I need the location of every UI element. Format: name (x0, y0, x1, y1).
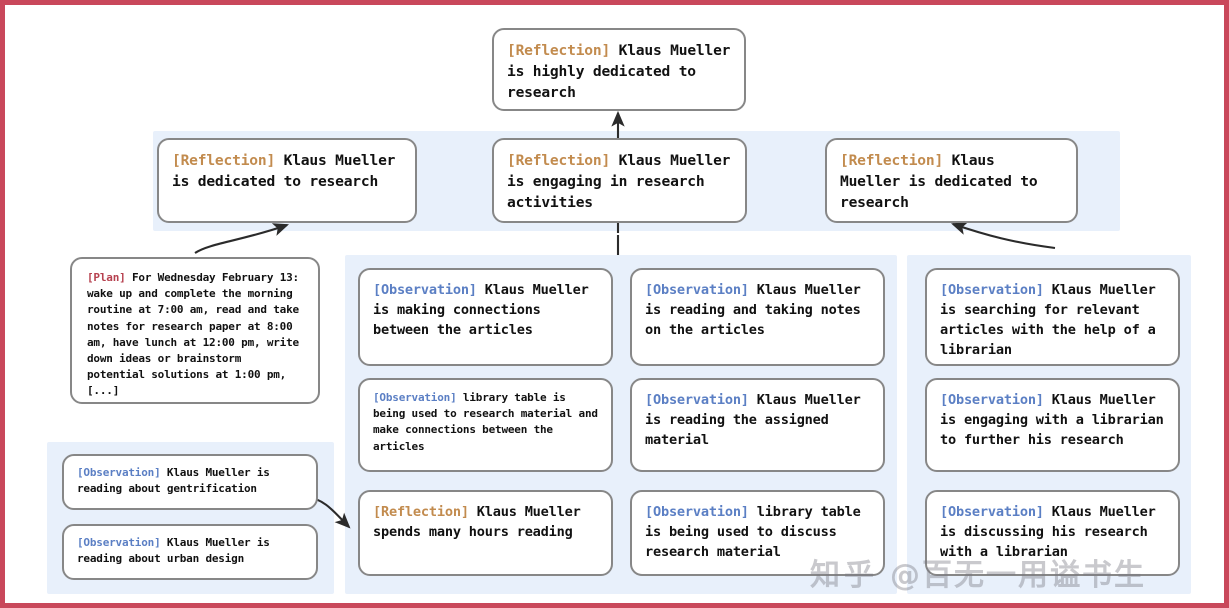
node-left-observation-1[interactable]: [Observation] Klaus Mueller is reading a… (62, 454, 318, 510)
node-reflection-left[interactable]: [Reflection] Klaus Mueller is dedicated … (157, 138, 417, 223)
node-col2-observation-2[interactable]: [Observation] library table is being use… (358, 378, 613, 472)
node-text: Klaus Mueller is highly dedicated to res… (507, 42, 739, 101)
node-text: Klaus Mueller is making connections betw… (373, 282, 597, 338)
node-col2-observation-1[interactable]: [Observation] Klaus Mueller is making co… (358, 268, 613, 366)
node-col3-observation-3[interactable]: [Observation] library table is being use… (630, 490, 885, 576)
node-text: Klaus Mueller is reading about gentrific… (77, 466, 277, 496)
tag-observation: [Observation] (940, 282, 1044, 298)
tag-observation: [Observation] (645, 504, 749, 520)
tag-observation: [Observation] (940, 392, 1044, 408)
node-text: library table is being used to research … (373, 391, 605, 453)
tag-reflection: [Reflection] (840, 152, 944, 169)
node-text: For Wednesday February 13: wake up and c… (87, 271, 306, 398)
node-col2-reflection[interactable]: [Reflection] Klaus Mueller spends many h… (358, 490, 613, 576)
tag-observation: [Observation] (77, 466, 161, 479)
node-text: Klaus Mueller is reading and taking note… (645, 282, 869, 338)
node-col4-observation-1[interactable]: [Observation] Klaus Mueller is searching… (925, 268, 1180, 366)
node-reflection-right[interactable]: [Reflection] Klaus Mueller is dedicated … (825, 138, 1078, 223)
node-col3-observation-2[interactable]: [Observation] Klaus Mueller is reading t… (630, 378, 885, 472)
node-text: Klaus Mueller is discussing his research… (940, 504, 1164, 560)
node-text: Klaus Mueller is dedicated to research (840, 152, 1047, 211)
node-col4-observation-2[interactable]: [Observation] Klaus Mueller is engaging … (925, 378, 1180, 472)
node-col4-observation-3[interactable]: [Observation] Klaus Mueller is discussin… (925, 490, 1180, 576)
node-text: Klaus Mueller is dedicated to research (172, 152, 404, 190)
node-col3-observation-1[interactable]: [Observation] Klaus Mueller is reading a… (630, 268, 885, 366)
node-left-observation-2[interactable]: [Observation] Klaus Mueller is reading a… (62, 524, 318, 580)
tag-reflection: [Reflection] (507, 152, 611, 169)
node-text: library table is being used to discuss r… (645, 504, 869, 560)
tag-observation: [Observation] (645, 282, 749, 298)
tag-observation: [Observation] (77, 536, 161, 549)
node-text: Klaus Mueller is reading about urban des… (77, 536, 277, 566)
tag-reflection: [Reflection] (373, 504, 469, 520)
node-text: Klaus Mueller spends many hours reading (373, 504, 589, 540)
tag-observation: [Observation] (373, 282, 477, 298)
tag-plan: [Plan] (87, 271, 126, 284)
node-text: Klaus Mueller is searching for relevant … (940, 282, 1164, 358)
node-plan[interactable]: [Plan] For Wednesday February 13: wake u… (70, 257, 320, 404)
tag-reflection: [Reflection] (172, 152, 276, 169)
tag-observation: [Observation] (373, 391, 457, 404)
node-root-reflection[interactable]: [Reflection] Klaus Mueller is highly ded… (492, 28, 746, 111)
node-reflection-center[interactable]: [Reflection] Klaus Mueller is engaging i… (492, 138, 747, 223)
node-text: Klaus Mueller is engaging in research ac… (507, 152, 739, 211)
tag-observation: [Observation] (940, 504, 1044, 520)
tag-reflection: [Reflection] (507, 42, 611, 59)
node-text: Klaus Mueller is engaging with a librari… (940, 392, 1172, 448)
node-text: Klaus Mueller is reading the assigned ma… (645, 392, 869, 448)
tag-observation: [Observation] (645, 392, 749, 408)
